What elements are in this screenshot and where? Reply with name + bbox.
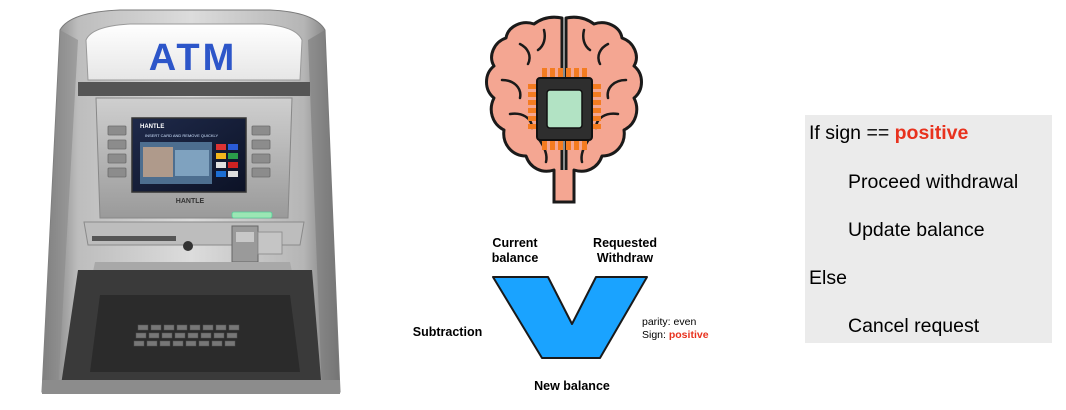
code-line-proceed: Proceed withdrawal <box>848 171 1019 193</box>
pseudocode-panel: If sign == positive Proceed withdrawal U… <box>805 115 1052 343</box>
atm-screen-brand: HANTLE <box>140 124 164 130</box>
card-reader <box>231 225 259 263</box>
brain-chip-illustration <box>485 15 643 204</box>
atm-right-keys <box>251 125 271 178</box>
code-line-if: If sign == positive <box>809 121 968 145</box>
input-a-line2: balance <box>491 251 539 265</box>
code-line-update: Update balance <box>848 219 985 241</box>
atm-sign-text: ATM <box>149 37 238 79</box>
code-if-prefix: If sign == <box>809 122 895 144</box>
sign-flag-value: positive <box>668 329 709 341</box>
atm-illustration: ATM HANTLE INSERT CARD AND REMOVE QUICKL… <box>41 9 341 394</box>
input-b-line2: Withdraw <box>596 251 654 265</box>
keypad <box>133 324 240 347</box>
operation-label: Subtraction <box>412 325 483 339</box>
alu-v-shape <box>492 276 648 359</box>
chip-icon <box>528 68 601 150</box>
output-new-balance-label: New balance <box>534 379 610 393</box>
alu-shape <box>492 276 648 359</box>
card-logos <box>216 144 238 177</box>
code-if-value: positive <box>894 122 969 144</box>
input-current-balance-label: Current balance <box>480 236 550 266</box>
atm-bottom-brand: HANTLE <box>176 198 205 205</box>
input-requested-withdraw-label: Requested Withdraw <box>585 236 665 266</box>
atm-screen-banner: INSERT CARD AND REMOVE QUICKLY <box>145 133 218 138</box>
input-b-line1: Requested <box>593 236 657 250</box>
parity-label: parity: even <box>642 316 697 328</box>
input-a-line1: Current <box>492 236 538 250</box>
atm-left-keys <box>107 125 127 178</box>
code-line-else: Else <box>809 267 847 289</box>
code-line-cancel: Cancel request <box>848 315 980 337</box>
sign-flag-label: Sign: <box>642 329 669 341</box>
sign-flag: Sign: positive <box>642 329 709 342</box>
